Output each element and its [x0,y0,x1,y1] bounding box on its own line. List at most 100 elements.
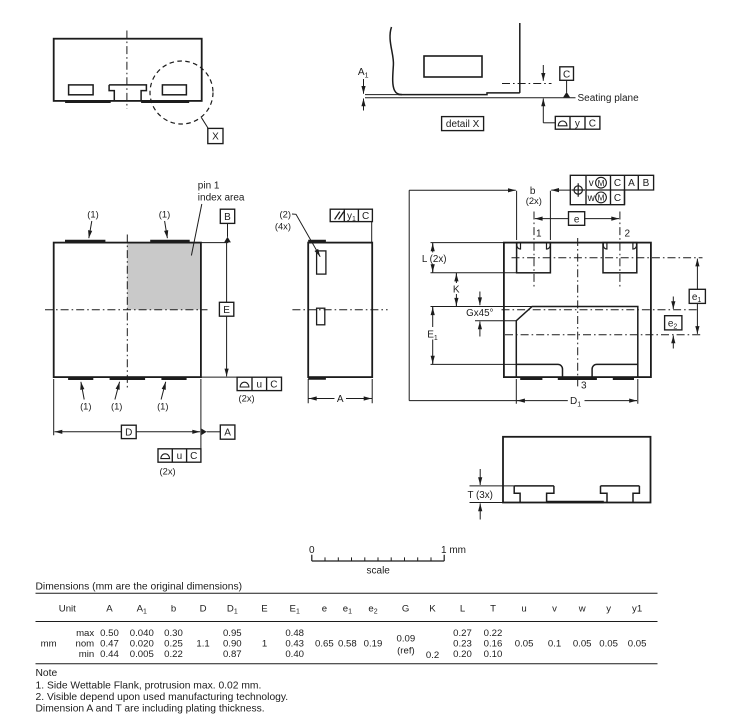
svg-text:X: X [212,132,219,143]
svg-text:e1: e1 [343,604,352,616]
svg-text:0.22: 0.22 [164,649,183,660]
svg-text:0.23: 0.23 [453,638,472,649]
svg-text:0.43: 0.43 [285,638,304,649]
svg-text:0.22: 0.22 [484,628,503,639]
svg-text:C: C [270,380,277,391]
svg-text:E1: E1 [427,330,438,342]
svg-text:e1: e1 [692,292,702,304]
svg-text:D: D [200,604,207,615]
svg-text:1: 1 [262,638,267,649]
svg-text:T (3x): T (3x) [467,490,492,501]
svg-text:A: A [628,178,635,189]
svg-text:w: w [578,604,586,615]
svg-text:0.95: 0.95 [223,628,242,639]
svg-text:0.10: 0.10 [484,649,503,660]
svg-text:Gx45°: Gx45° [466,308,493,319]
svg-text:C: C [362,211,369,222]
svg-text:y1: y1 [632,604,642,615]
svg-text:y: y [575,118,580,129]
svg-text:L: L [460,604,466,615]
svg-text:A: A [224,428,231,439]
svg-text:0.2: 0.2 [426,650,439,661]
svg-text:0.50: 0.50 [100,628,119,639]
svg-text:0.48: 0.48 [285,628,304,639]
svg-text:1: 1 [536,229,542,240]
svg-text:v: v [589,178,594,189]
svg-text:e2: e2 [668,318,678,330]
svg-text:A1: A1 [358,67,369,79]
svg-text:index area: index area [198,192,245,203]
svg-text:e: e [574,214,580,225]
svg-text:0.020: 0.020 [130,638,154,649]
svg-text:D1: D1 [227,604,238,616]
svg-text:pin 1: pin 1 [198,181,220,192]
svg-text:1. Side Wettable Flank, protru: 1. Side Wettable Flank, protrusion max. … [36,681,262,692]
svg-text:C: C [589,118,596,129]
svg-text:y: y [606,604,611,615]
svg-text:0: 0 [309,545,315,556]
svg-text:(2): (2) [280,208,291,219]
svg-text:scale: scale [367,566,391,577]
svg-text:0.05: 0.05 [628,638,647,649]
svg-text:(1): (1) [157,401,168,412]
svg-text:0.40: 0.40 [285,649,304,660]
svg-text:e: e [322,604,327,615]
svg-text:v: v [552,604,557,615]
svg-text:u: u [177,451,183,462]
svg-text:B: B [224,212,231,223]
svg-text:B: B [643,178,650,189]
svg-text:D: D [125,427,132,438]
svg-text:nom: nom [76,638,95,649]
svg-text:Unit: Unit [59,604,76,615]
svg-text:0.05: 0.05 [573,638,592,649]
svg-text:detail X: detail X [446,119,480,130]
svg-text:L (2x): L (2x) [422,254,447,265]
svg-text:0.040: 0.040 [130,628,154,639]
svg-text:(1): (1) [111,401,122,412]
svg-text:0.05: 0.05 [599,638,618,649]
svg-text:y1: y1 [347,211,356,223]
svg-text:0.20: 0.20 [453,649,472,660]
svg-text:0.16: 0.16 [484,638,503,649]
svg-text:C: C [190,451,197,462]
svg-text:(ref): (ref) [397,646,415,657]
svg-text:D1: D1 [570,396,581,408]
svg-text:A: A [337,394,344,405]
svg-text:mm: mm [41,638,57,649]
svg-text:M: M [598,194,605,203]
svg-text:0.27: 0.27 [453,628,472,639]
svg-text:2: 2 [625,229,631,240]
svg-text:E: E [223,305,230,316]
svg-text:K: K [453,285,460,296]
svg-text:1 mm: 1 mm [441,545,466,556]
svg-text:0.58: 0.58 [338,638,357,649]
svg-text:K: K [429,604,436,615]
svg-text:b: b [171,604,176,615]
svg-text:(2x): (2x) [526,195,542,206]
svg-text:A1: A1 [137,604,147,616]
svg-text:0.19: 0.19 [364,638,383,649]
svg-text:G: G [402,604,409,615]
svg-text:0.65: 0.65 [315,638,334,649]
svg-text:0.25: 0.25 [164,638,183,649]
svg-text:T: T [490,604,496,615]
svg-text:M: M [598,179,605,188]
svg-text:b: b [530,186,536,197]
svg-text:C: C [614,178,621,189]
svg-text:u: u [257,380,263,391]
svg-text:0.87: 0.87 [223,649,242,660]
svg-text:A: A [106,604,113,615]
svg-text:C: C [614,193,621,204]
svg-text:2. Visible depend upon used ma: 2. Visible depend upon used manufacturin… [36,692,289,703]
svg-text:3: 3 [581,381,587,392]
svg-text:0.47: 0.47 [100,638,119,649]
svg-text:C: C [563,69,570,80]
svg-text:(1): (1) [87,209,98,220]
svg-text:0.90: 0.90 [223,638,242,649]
svg-text:0.44: 0.44 [100,649,119,660]
svg-text:u: u [521,604,526,615]
svg-text:(2x): (2x) [239,393,255,404]
svg-text:0.005: 0.005 [130,649,154,660]
svg-text:min: min [79,649,94,660]
svg-text:Note: Note [36,668,58,679]
